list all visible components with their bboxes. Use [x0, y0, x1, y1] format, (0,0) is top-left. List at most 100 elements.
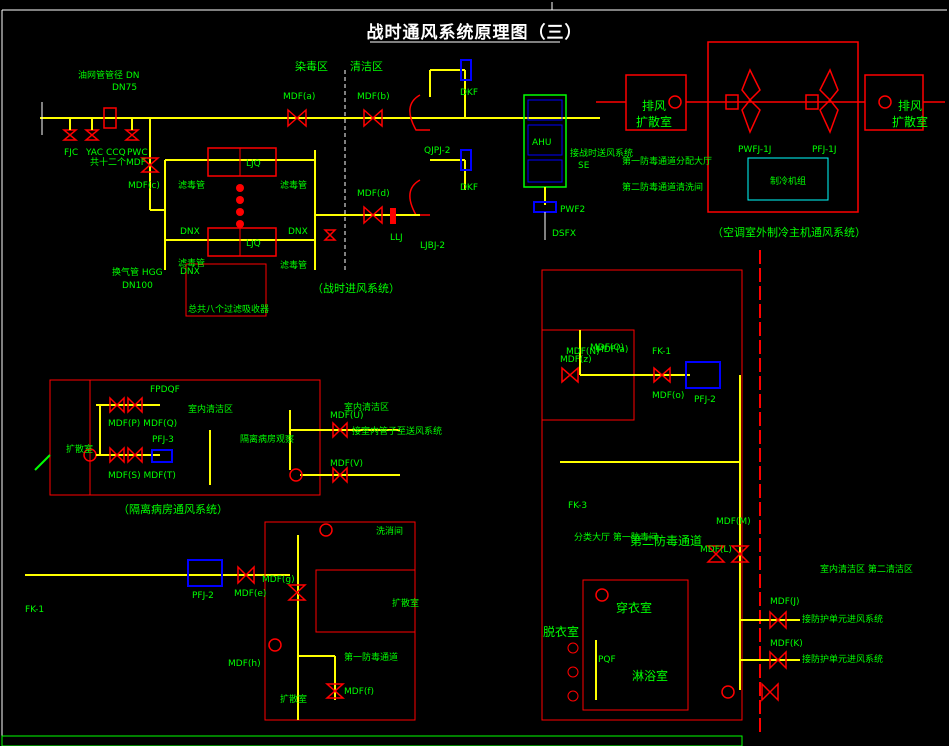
valve-mdf-a [287, 108, 307, 128]
valve-mdf-d [363, 205, 383, 225]
filter-ljq-bottom [207, 227, 277, 257]
label-ahu-note3: 第一防毒通道分配大厅 [622, 155, 712, 167]
label-fk: FK-1 [25, 605, 44, 615]
dkf-top-box [460, 59, 472, 81]
dkf-mid-box [460, 149, 472, 171]
label-fuel-left: 扩散室 [66, 443, 93, 455]
label-mdf-k: MDF(K) [770, 639, 803, 649]
label-sys1: 接防护单元进风系统 [802, 613, 883, 625]
label-wash-room: 洗消间 [376, 525, 403, 537]
label-dsfx: DSFX [552, 229, 576, 239]
label-mdf-st: MDF(S) MDF(T) [108, 471, 176, 481]
label-ahu: AHU [532, 138, 552, 148]
label-mdf-g: MDF(g) [262, 575, 295, 585]
label-undress-room: 脱衣室 [543, 624, 579, 639]
label-sys2: 接防护单元进风系统 [802, 653, 883, 665]
label-diff-room: 扩散室 [392, 597, 419, 609]
label-mdf-h: MDF(h) [228, 659, 261, 669]
label-pwfj1: PWFJ-1J [738, 145, 771, 155]
label-pfj3: PFJ-3 [152, 435, 174, 445]
label-pwc: PWC [127, 148, 148, 158]
label-mdf-v: MDF(V) [330, 459, 363, 469]
label-mdf-c: MDF(c) [128, 181, 160, 191]
label-ccq: CCQ [106, 148, 126, 158]
label-mdf-o: MDF(O) [590, 343, 624, 353]
label-mdf-m: MDF(M) [716, 517, 751, 527]
label-gas-dn: DN100 [122, 281, 153, 291]
llj-box [390, 208, 396, 224]
label-dn-right: DNX [288, 227, 308, 237]
label-exhaust-right2: 扩散室 [892, 114, 928, 129]
label-mdf-pq: MDF(P) MDF(Q) [108, 419, 177, 429]
ccq-box [103, 107, 117, 129]
label-inlet-left: 滤毒管 [178, 179, 205, 191]
label-pipe-dn: DN75 [112, 83, 137, 93]
fan-pfj1 [819, 68, 839, 134]
label-exhaust-left: 排风 [642, 99, 666, 113]
label-yac: YAC [85, 148, 103, 158]
label-mdf-l: MDF(L) [700, 545, 732, 555]
label-dkf-top: DKF [460, 88, 478, 98]
label-mdf-n: MDF(N) [566, 347, 600, 357]
label-isolation-note: 接室内管子至送风系统 [352, 425, 442, 437]
label-ahu-note4: 第二防毒通道清洗间 [622, 181, 703, 193]
label-room-clean: 室内清洁区 [188, 403, 233, 415]
label-pfj2b: PFJ-2 [694, 395, 716, 405]
label-ljq-top: LJQ [246, 159, 261, 169]
label-zone-contam: 染毒区 [295, 59, 328, 73]
label-fk1: FK-1 [652, 347, 671, 357]
label-gas-pipe: 换气管 HGG [112, 266, 163, 278]
wartime-intake-system [40, 59, 600, 317]
label-shower-room: 淋浴室 [632, 668, 668, 683]
label-isolation-title: （隔离病房通风系统） [118, 502, 228, 516]
label-mdf-j: MDF(J) [770, 597, 800, 607]
label-inlet-right: 滤毒管 [280, 179, 307, 191]
label-dn-left: DNX [180, 227, 200, 237]
label-mdf-u: MDF(U) [330, 411, 363, 421]
label-pfj2: PFJ-2 [192, 591, 214, 601]
label-inflow-note: （战时进风系统） [312, 282, 400, 295]
label-mdf-a: MDF(a) [283, 92, 315, 102]
text-labels: 染毒区 清洁区 油网管管径 DN DN75 FJC YAC CCQ PWC 共十… [25, 59, 928, 705]
valve-mdf-c [140, 157, 160, 173]
filter-ljq-top [207, 147, 277, 177]
drawing-title: 战时通风系统原理图（三） [366, 23, 583, 43]
label-qjpj2: QJPJ-2 [424, 146, 450, 156]
label-pwf2: PWF2 [560, 205, 585, 215]
label-mdf-e: MDF(e) [234, 589, 266, 599]
label-pfj1: PFJ-1J [812, 145, 837, 155]
label-room-left: 扩散室 [280, 693, 307, 705]
label-first-channel: 第一防毒通道 [344, 651, 398, 663]
title-block [1, 735, 743, 746]
label-bottom-tubes-left: 滤毒管 [178, 257, 205, 269]
right-protective-area [541, 250, 800, 735]
fan-ljbj2 [409, 179, 430, 216]
label-dkf-mid: DKF [460, 183, 478, 193]
ac-outdoor-system [596, 41, 945, 213]
valve-mdf-b [363, 108, 383, 128]
label-zone-clean: 清洁区 [350, 60, 383, 73]
fan-pwfj1 [741, 68, 761, 134]
label-ahu-note1: 接战时送风系统 [570, 147, 633, 159]
valve-yac [83, 129, 101, 141]
label-mdf-a2: MDF(a) [596, 345, 628, 355]
label-mdf-d: MDF(d) [357, 189, 390, 199]
label-exhaust-left2: 扩散室 [636, 114, 672, 129]
label-fjc: FJC [64, 148, 78, 158]
label-mdf-ro: MDF(o) [652, 391, 684, 401]
label-ahu-note2: SE [578, 161, 590, 171]
label-clean-zone2: 室内清洁区 [344, 401, 389, 413]
label-isolation-room: 隔离病房观察 [240, 433, 294, 445]
valve-pwc [123, 129, 141, 141]
label-dn-left2: DNX [180, 267, 200, 277]
label-hall: 分类大厅 第一防毒间 [574, 531, 658, 543]
fan-qjpj2 [409, 94, 430, 131]
label-unit-room: 制冷机组 [770, 175, 806, 187]
label-total-filters: 总共八个过滤吸收器 [188, 303, 269, 315]
label-total-mdf: 共十二个MDF [90, 156, 146, 168]
label-dress-room: 穿衣室 [616, 600, 652, 615]
label-llj: LLJ [390, 233, 403, 243]
label-fk3: FK-3 [568, 501, 587, 511]
isolation-ward-system [34, 379, 400, 496]
